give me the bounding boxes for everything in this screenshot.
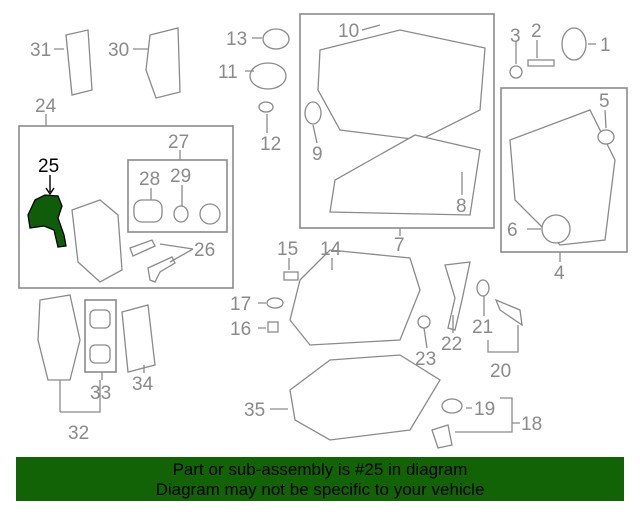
part-1 bbox=[561, 27, 587, 61]
callout-4: 4 bbox=[554, 263, 565, 284]
part-34 bbox=[121, 304, 156, 373]
callout-32: 32 bbox=[68, 423, 89, 444]
callout-29: 29 bbox=[170, 166, 191, 187]
part-4-cover bbox=[509, 109, 616, 246]
callout-5: 5 bbox=[599, 91, 610, 112]
callout-20: 20 bbox=[490, 361, 511, 382]
callout-10: 10 bbox=[338, 21, 359, 42]
callout-3: 3 bbox=[510, 26, 521, 47]
callout-11: 11 bbox=[218, 62, 238, 83]
part-18 bbox=[431, 424, 453, 449]
callout-1: 1 bbox=[600, 35, 611, 56]
group-box-27 bbox=[127, 159, 228, 233]
part-9 bbox=[304, 101, 322, 125]
part-33-a bbox=[89, 309, 111, 329]
callout-21: 21 bbox=[472, 317, 493, 338]
part-26 bbox=[129, 239, 176, 283]
callout-17: 17 bbox=[230, 294, 251, 315]
group-box-33 bbox=[84, 299, 117, 373]
part-28 bbox=[133, 199, 163, 223]
callout-16: 16 bbox=[230, 319, 251, 340]
part-30 bbox=[145, 27, 181, 99]
callout-19: 19 bbox=[474, 399, 495, 420]
callout-30: 30 bbox=[108, 40, 129, 61]
callout-34: 34 bbox=[132, 374, 154, 395]
callout-8: 8 bbox=[456, 196, 467, 217]
part-11 bbox=[249, 62, 287, 90]
info-banner: Part or sub-assembly is #25 in diagram D… bbox=[16, 457, 624, 501]
callout-31: 31 bbox=[30, 40, 51, 61]
part-25-highlighted[interactable] bbox=[27, 194, 67, 248]
callout-18: 18 bbox=[521, 414, 542, 435]
part-17 bbox=[266, 297, 284, 309]
part-22 bbox=[444, 261, 471, 331]
part-19 bbox=[441, 398, 463, 414]
callout-13: 13 bbox=[226, 29, 247, 50]
callout-2: 2 bbox=[531, 21, 542, 42]
part-29 bbox=[173, 205, 189, 223]
part-5 bbox=[597, 129, 615, 145]
banner-line-1: Part or sub-assembly is #25 in diagram bbox=[172, 460, 468, 479]
part-2 bbox=[527, 59, 555, 67]
part-32 bbox=[37, 294, 81, 381]
part-20 bbox=[494, 298, 523, 327]
part-23 bbox=[417, 315, 431, 329]
part-6 bbox=[541, 214, 571, 244]
part-8-gasket bbox=[329, 134, 481, 216]
callout-26: 26 bbox=[194, 240, 215, 261]
part-35 bbox=[289, 354, 441, 441]
part-14-oilpan bbox=[289, 249, 421, 346]
callout-15: 15 bbox=[277, 239, 298, 260]
callout-14: 14 bbox=[320, 239, 342, 260]
part-33-b bbox=[89, 344, 111, 364]
part-16 bbox=[267, 321, 279, 333]
arrow-25 bbox=[45, 175, 55, 196]
callout-22: 22 bbox=[441, 334, 462, 355]
part-31 bbox=[65, 29, 93, 96]
callout-6: 6 bbox=[507, 220, 518, 241]
callout-28: 28 bbox=[139, 169, 160, 190]
part-13 bbox=[262, 28, 290, 50]
callout-7: 7 bbox=[394, 235, 405, 256]
callout-12: 12 bbox=[260, 134, 281, 155]
callout-23: 23 bbox=[415, 349, 436, 370]
part-24-housing bbox=[71, 199, 123, 283]
part-3 bbox=[509, 65, 523, 79]
callout-25[interactable]: 25 bbox=[38, 156, 59, 177]
group-box-7 bbox=[299, 13, 495, 229]
group-box-24 bbox=[18, 125, 234, 289]
callout-27: 27 bbox=[168, 132, 189, 153]
part-10-cover bbox=[317, 29, 486, 141]
callout-9: 9 bbox=[312, 144, 323, 165]
part-12 bbox=[258, 101, 274, 113]
group-box-4 bbox=[500, 87, 628, 253]
part-15 bbox=[283, 271, 299, 281]
part-27-cap bbox=[199, 203, 221, 225]
part-21 bbox=[476, 279, 490, 297]
callout-24: 24 bbox=[35, 96, 57, 117]
banner-line-2: Diagram may not be specific to your vehi… bbox=[155, 480, 485, 499]
callout-33: 33 bbox=[90, 383, 111, 404]
callout-35: 35 bbox=[244, 400, 265, 421]
